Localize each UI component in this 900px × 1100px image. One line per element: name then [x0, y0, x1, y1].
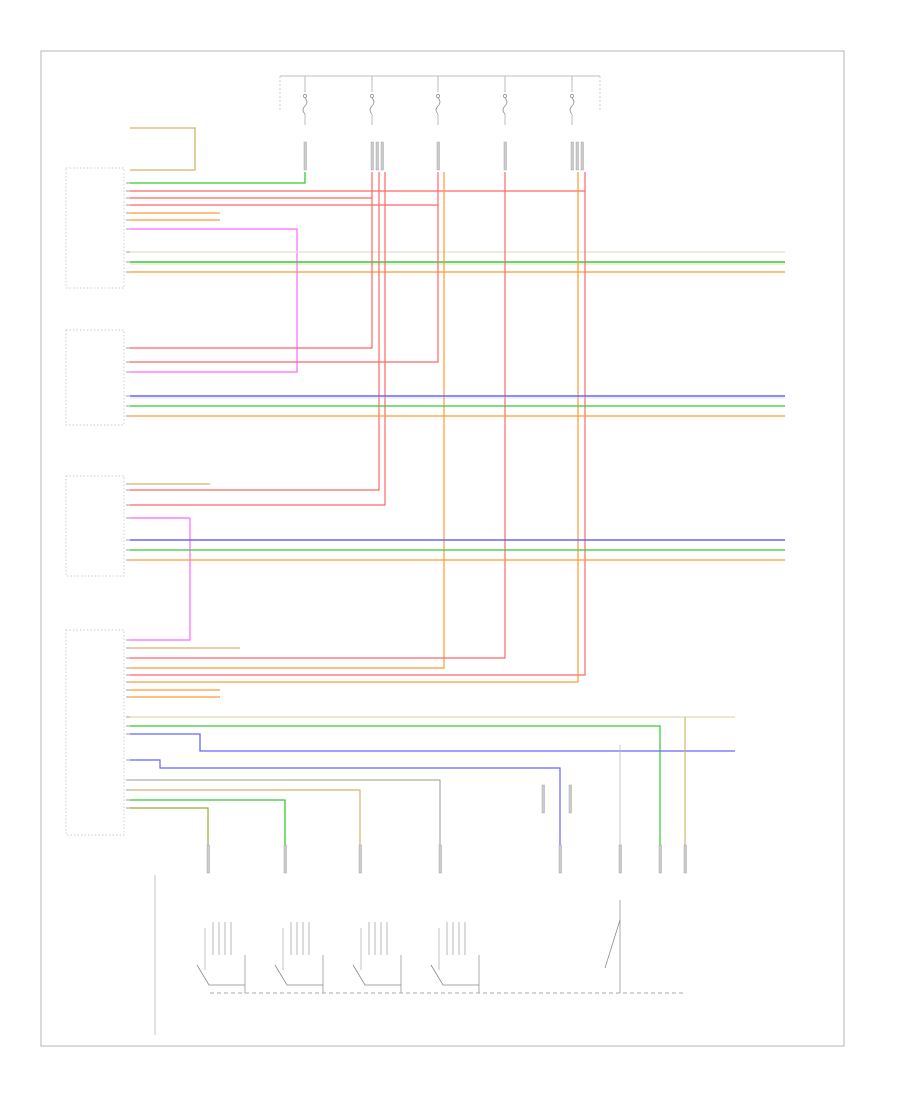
inline-connector: [683, 844, 687, 874]
module-boxes: [65, 167, 125, 836]
inline-connector: [303, 141, 307, 171]
inline-connector: [575, 141, 579, 171]
wire-red-vert: [130, 172, 506, 659]
central-switch-blade: [604, 919, 621, 969]
inline-connector: [375, 141, 379, 171]
diagram-border: [40, 50, 845, 1047]
inline-connector: [283, 844, 287, 874]
switch-3-body: [352, 964, 401, 986]
switch-1-body: [196, 964, 245, 986]
wire-green-long: [130, 725, 661, 845]
fuse-icon: [302, 97, 308, 115]
wire-group: [126, 127, 785, 874]
fuse-icon: [502, 97, 508, 115]
inline-connector: [558, 844, 562, 874]
inline-connector: [358, 844, 362, 874]
inline-connector: [370, 141, 374, 171]
wire-blue: [130, 759, 561, 845]
wire-pink: [130, 518, 191, 641]
fuse-contact: [370, 94, 374, 98]
fuse-icon: [435, 97, 441, 115]
switch-4-body: [430, 964, 479, 986]
module-3-box: [65, 475, 125, 577]
inline-connector: [206, 844, 210, 874]
wire-orange-vert: [130, 172, 445, 669]
wire-olive: [130, 807, 209, 845]
wire-red-vert: [130, 172, 439, 363]
wire-red-vert: [130, 172, 386, 506]
module-1-box: [65, 167, 125, 289]
switch-2-body: [274, 964, 323, 986]
inline-connector: [380, 141, 384, 171]
fuse-group: [302, 76, 575, 125]
fuse-contact: [436, 94, 440, 98]
fuse-panel: [279, 75, 601, 112]
wire-green: [130, 799, 286, 855]
inline-connector: [503, 141, 507, 171]
inline-connector: [580, 141, 584, 171]
inline-connector: [541, 784, 545, 814]
wire-green-feed: [130, 172, 306, 184]
switch-group: [196, 900, 621, 993]
wire-tan: [130, 789, 361, 845]
fuse-contact: [570, 94, 574, 98]
inline-connector: [436, 141, 440, 171]
fuse-icon: [569, 97, 575, 115]
fuse-icon: [369, 97, 375, 115]
ground-block: [154, 875, 685, 1035]
fuse-contact: [503, 94, 507, 98]
inline-connector: [658, 844, 662, 874]
wire-blue-lighting: [130, 733, 735, 752]
module-4-box: [65, 629, 125, 836]
inline-connector: [568, 784, 572, 814]
wire-red-vert: [130, 172, 586, 676]
inline-connector: [438, 844, 442, 874]
module-2-box: [65, 329, 125, 426]
inline-connector: [570, 141, 574, 171]
wire-gray: [130, 779, 441, 855]
fuse-contact: [303, 94, 307, 98]
wire-red-vert: [130, 172, 373, 349]
wire-tan-loop: [130, 127, 196, 171]
wire-orange-vert: [130, 172, 579, 683]
wire-pink: [130, 228, 298, 373]
inline-connector: [618, 844, 622, 874]
wire-red-vert: [130, 172, 380, 491]
